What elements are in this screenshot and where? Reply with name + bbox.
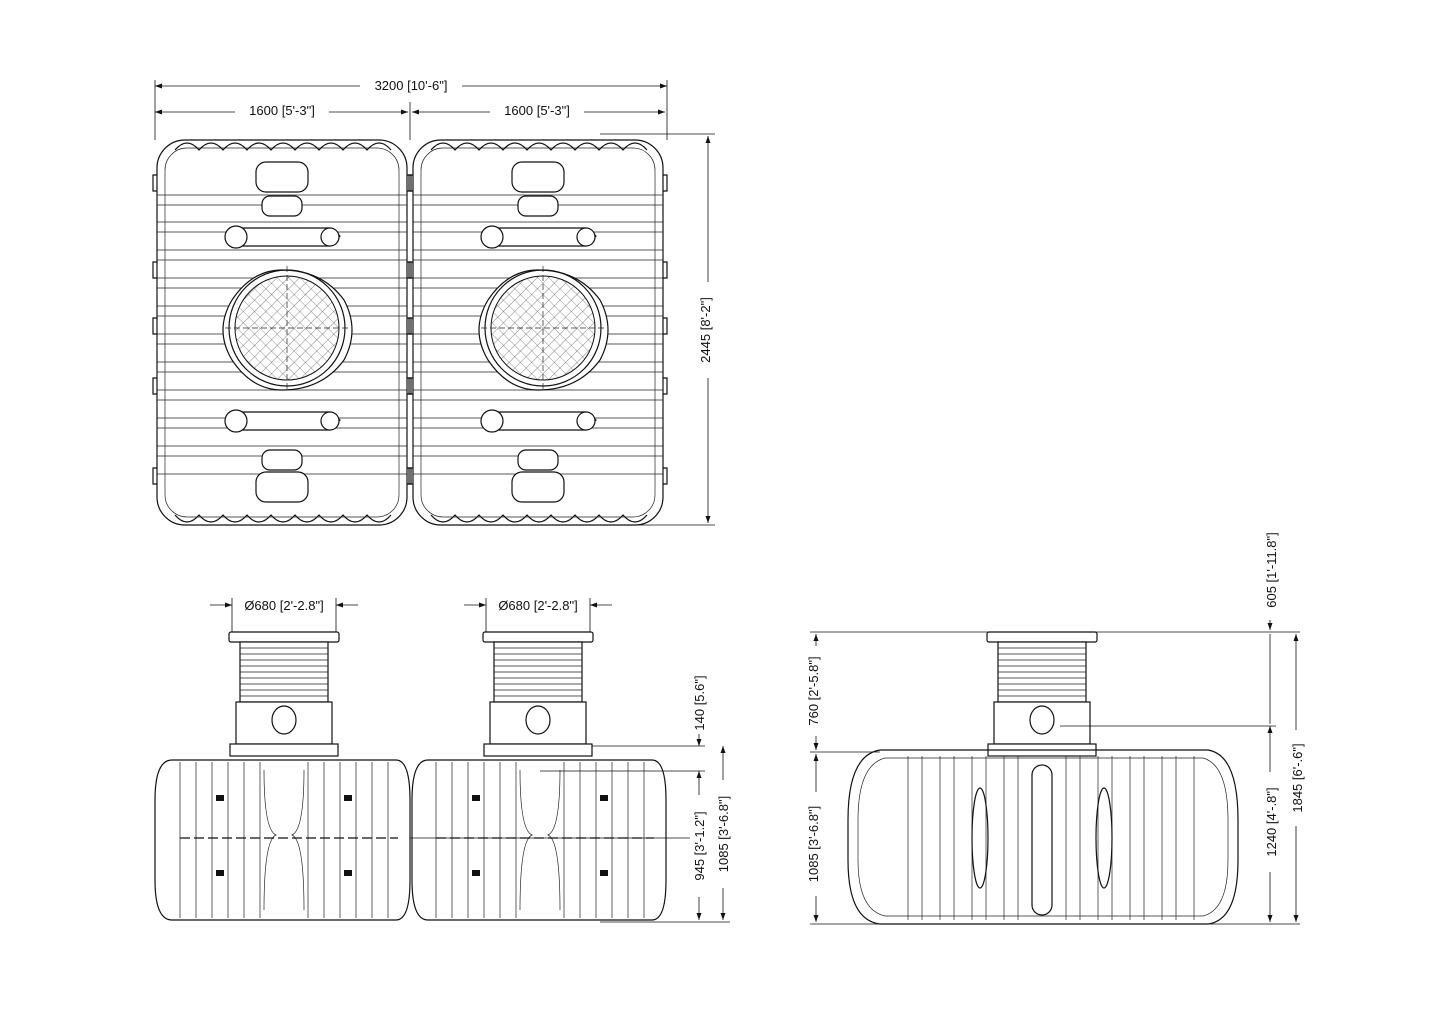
dimension-module-widths: 1600 [5'-3"] 1600 [5'-3"] xyxy=(155,101,665,140)
collar-offset-label: 140 [5.6"] xyxy=(692,675,707,730)
tank-module-top-left xyxy=(152,139,412,526)
side-tank-height-label: 1085 [3'-6.8"] xyxy=(806,806,821,882)
tank-side xyxy=(847,631,1239,925)
dimension-total-width: 3200 [10'-6"] xyxy=(154,76,668,140)
riser-diameter-right-label: Ø680 [2'-2.8"] xyxy=(498,598,577,613)
riser-extension-label: 605 [1'-11.8"] xyxy=(1264,532,1279,608)
riser-diameter-left-label: Ø680 [2'-2.8"] xyxy=(244,598,323,613)
tank-module-top-right xyxy=(408,139,668,526)
tank-front-right xyxy=(411,631,667,921)
side-view: 760 [2'-5.8"] 1085 [3'-6.8"] 605 [1'-11.… xyxy=(804,520,1305,925)
riser-height-label: 760 [2'-5.8"] xyxy=(806,656,821,725)
front-tank-height-label: 1085 [3'-6.8"] xyxy=(716,796,731,872)
dimension-side-heights: 760 [2'-5.8"] 1085 [3'-6.8"] 605 [1'-11.… xyxy=(804,520,1305,925)
module-width-left-label: 1600 [5'-3"] xyxy=(249,103,315,118)
front-view: Ø680 [2'-2.8"] Ø680 [2'-2.8"] xyxy=(154,598,731,923)
outlet-height-label: 1240 [4'-.8"] xyxy=(1264,787,1279,856)
dimension-riser-diameter: Ø680 [2'-2.8"] Ø680 [2'-2.8"] xyxy=(210,598,612,632)
tank-front-left xyxy=(154,631,411,921)
total-height-label: 1845 [6'-.6"] xyxy=(1290,743,1305,812)
top-view: 3200 [10'-6"] 1600 [5'-3"] 1600 [5'-3"] … xyxy=(152,76,715,526)
module-width-right-label: 1600 [5'-3"] xyxy=(504,103,570,118)
depth-label: 2445 [8'-2"] xyxy=(698,297,713,363)
dimension-front-heights: 140 [5.6"] 945 [3'-1.2"] 1085 [3'-6.8"] xyxy=(410,670,731,923)
inlet-height-label: 945 [3'-1.2"] xyxy=(692,811,707,880)
dimension-depth: 2445 [8'-2"] xyxy=(600,133,715,526)
total-width-label: 3200 [10'-6"] xyxy=(375,78,448,93)
